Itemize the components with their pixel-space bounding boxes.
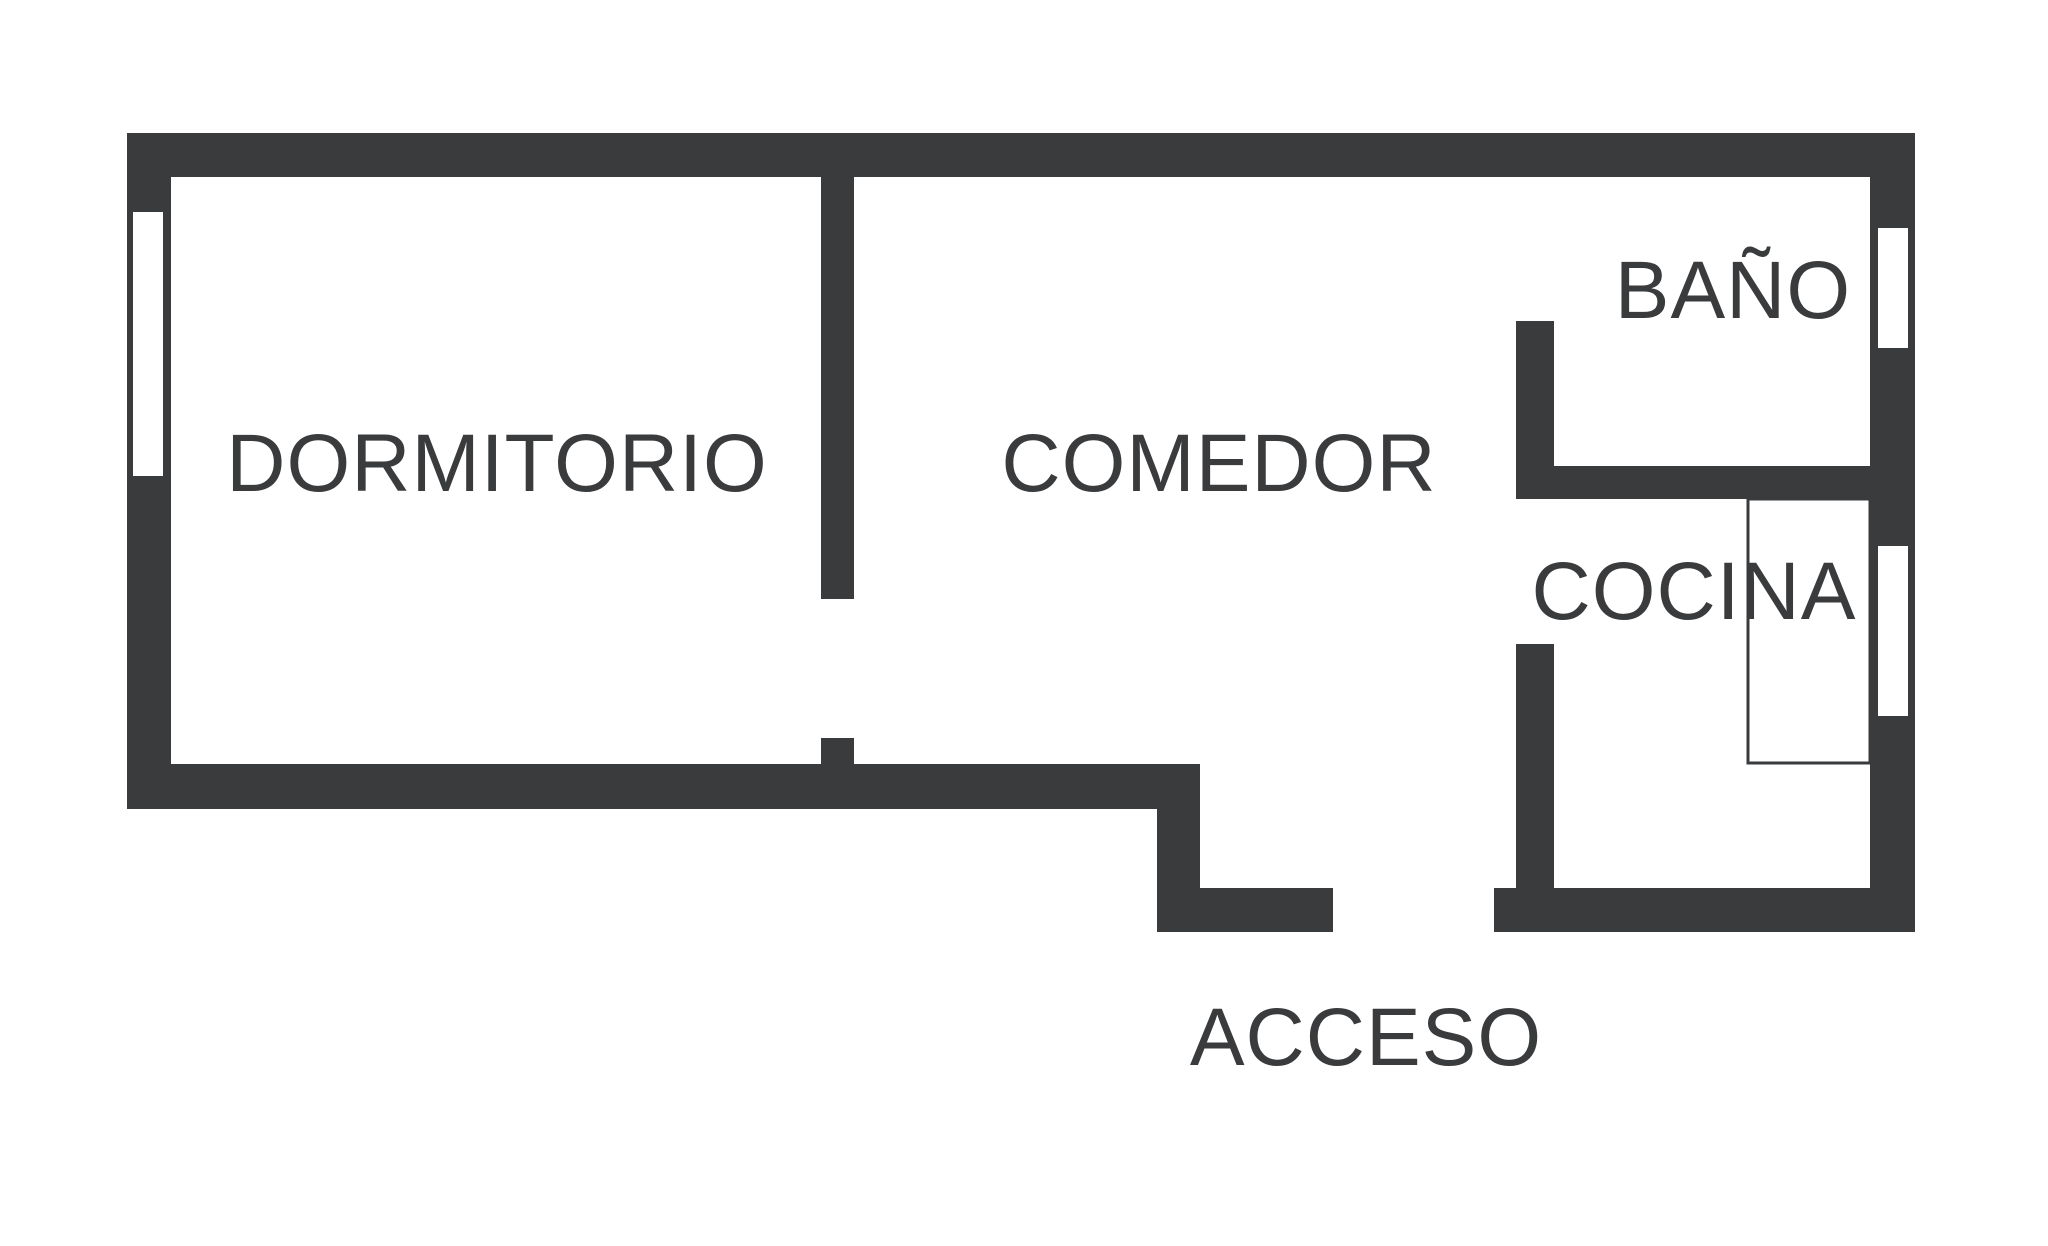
- wall-kitchen-left: [1516, 644, 1554, 888]
- wall-bedroom-divider: [821, 177, 854, 599]
- kitchen-counter: [1746, 497, 1872, 765]
- window-kitchen: [1878, 546, 1908, 716]
- window-bedroom: [133, 212, 163, 476]
- wall-bedroom-divider-stub: [821, 738, 854, 764]
- room-label-comedor: COMEDOR: [1001, 418, 1436, 509]
- room-label-bano: BAÑO: [1615, 245, 1851, 336]
- room-label-cocina: COCINA: [1532, 546, 1857, 637]
- wall-bath-kitchen: [1516, 466, 1870, 499]
- wall-entrance-right: [1494, 888, 1915, 932]
- wall-bottom-left: [127, 764, 1200, 809]
- window-bathroom: [1878, 228, 1908, 348]
- room-label-dormitorio: DORMITORIO: [226, 418, 767, 509]
- wall-top: [127, 133, 1915, 177]
- entrance-label: ACCESO: [1190, 992, 1542, 1083]
- wall-entrance-left: [1157, 888, 1333, 932]
